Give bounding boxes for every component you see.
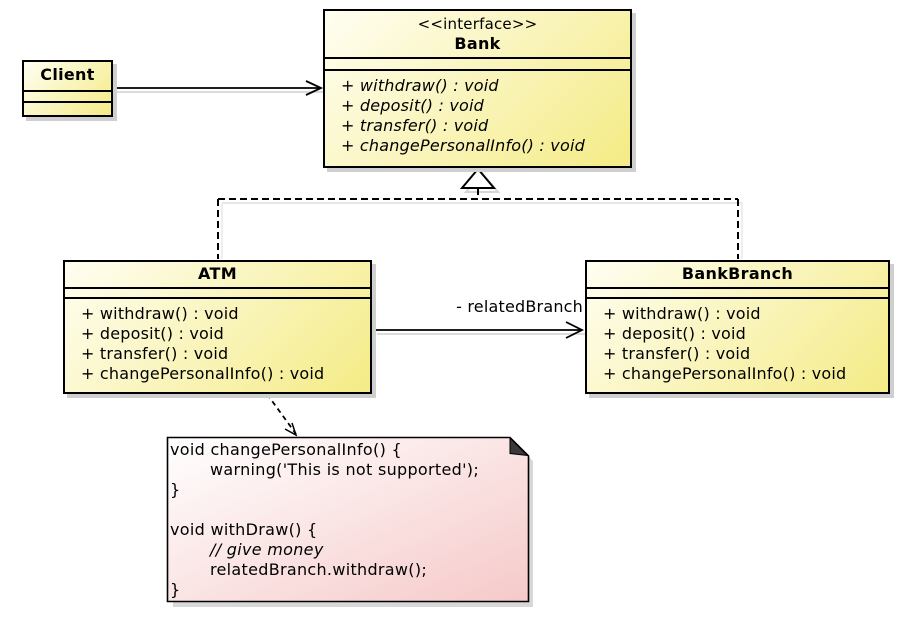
class-name-bank: Bank xyxy=(454,34,501,53)
note-line: } xyxy=(170,480,181,499)
note-line: relatedBranch.withdraw(); xyxy=(210,560,428,579)
atm-bankbranch-association xyxy=(374,321,585,339)
class-box-atm: ATM + withdraw() : void + deposit() : vo… xyxy=(63,260,372,394)
class-name-client: Client xyxy=(24,62,111,92)
bankbranch-methods-compartment: + withdraw() : void + deposit() : void +… xyxy=(587,299,888,384)
method-item: + transfer() : void xyxy=(603,344,751,363)
client-attributes-compartment xyxy=(24,92,111,103)
atm-attributes-compartment xyxy=(65,289,370,299)
bank-stereotype: <<interface>> xyxy=(417,15,538,33)
method-item: + changePersonalInfo() : void xyxy=(341,136,585,155)
method-item: + changePersonalInfo() : void xyxy=(603,364,847,383)
client-methods-compartment xyxy=(24,103,111,108)
method-item: + deposit() : void xyxy=(603,324,746,343)
note-shape xyxy=(166,436,530,603)
bank-title: <<interface>> Bank xyxy=(325,11,630,59)
class-box-bank: <<interface>> Bank + withdraw() : void +… xyxy=(323,9,632,168)
method-item: + changePersonalInfo() : void xyxy=(81,364,325,383)
note-line: } xyxy=(170,580,181,599)
note-line: void changePersonalInfo() { xyxy=(170,440,402,459)
association-role-label: - relatedBranch xyxy=(456,297,583,316)
method-item: + deposit() : void xyxy=(81,324,224,343)
note-line xyxy=(170,500,526,520)
method-item: + transfer() : void xyxy=(341,116,489,135)
class-box-client: Client xyxy=(22,60,113,117)
note-line: // give money xyxy=(210,540,324,559)
method-item: + transfer() : void xyxy=(81,344,229,363)
method-item: + withdraw() : void xyxy=(603,304,761,323)
realization-links xyxy=(217,188,739,259)
class-box-bankbranch: BankBranch + withdraw() : void + deposit… xyxy=(585,260,890,394)
bankbranch-attributes-compartment xyxy=(587,289,888,299)
method-item: + deposit() : void xyxy=(341,96,484,115)
class-name-bankbranch: BankBranch xyxy=(587,262,888,289)
method-item: + withdraw() : void xyxy=(341,76,499,95)
method-item: + withdraw() : void xyxy=(81,304,239,323)
note-line: warning('This is not supported'); xyxy=(210,460,480,479)
bank-methods-compartment: + withdraw() : void + deposit() : void +… xyxy=(325,71,630,156)
note-fold-corner xyxy=(509,436,529,457)
note-code-text: void changePersonalInfo() { warning('Thi… xyxy=(170,440,526,600)
bank-attributes-compartment xyxy=(325,59,630,71)
client-bank-association xyxy=(114,80,324,96)
note-line: void withDraw() { xyxy=(170,520,318,539)
atm-methods-compartment: + withdraw() : void + deposit() : void +… xyxy=(65,299,370,384)
class-name-atm: ATM xyxy=(65,262,370,289)
note-anchor-link xyxy=(266,393,298,437)
generalization-triangle-icon xyxy=(459,167,497,189)
